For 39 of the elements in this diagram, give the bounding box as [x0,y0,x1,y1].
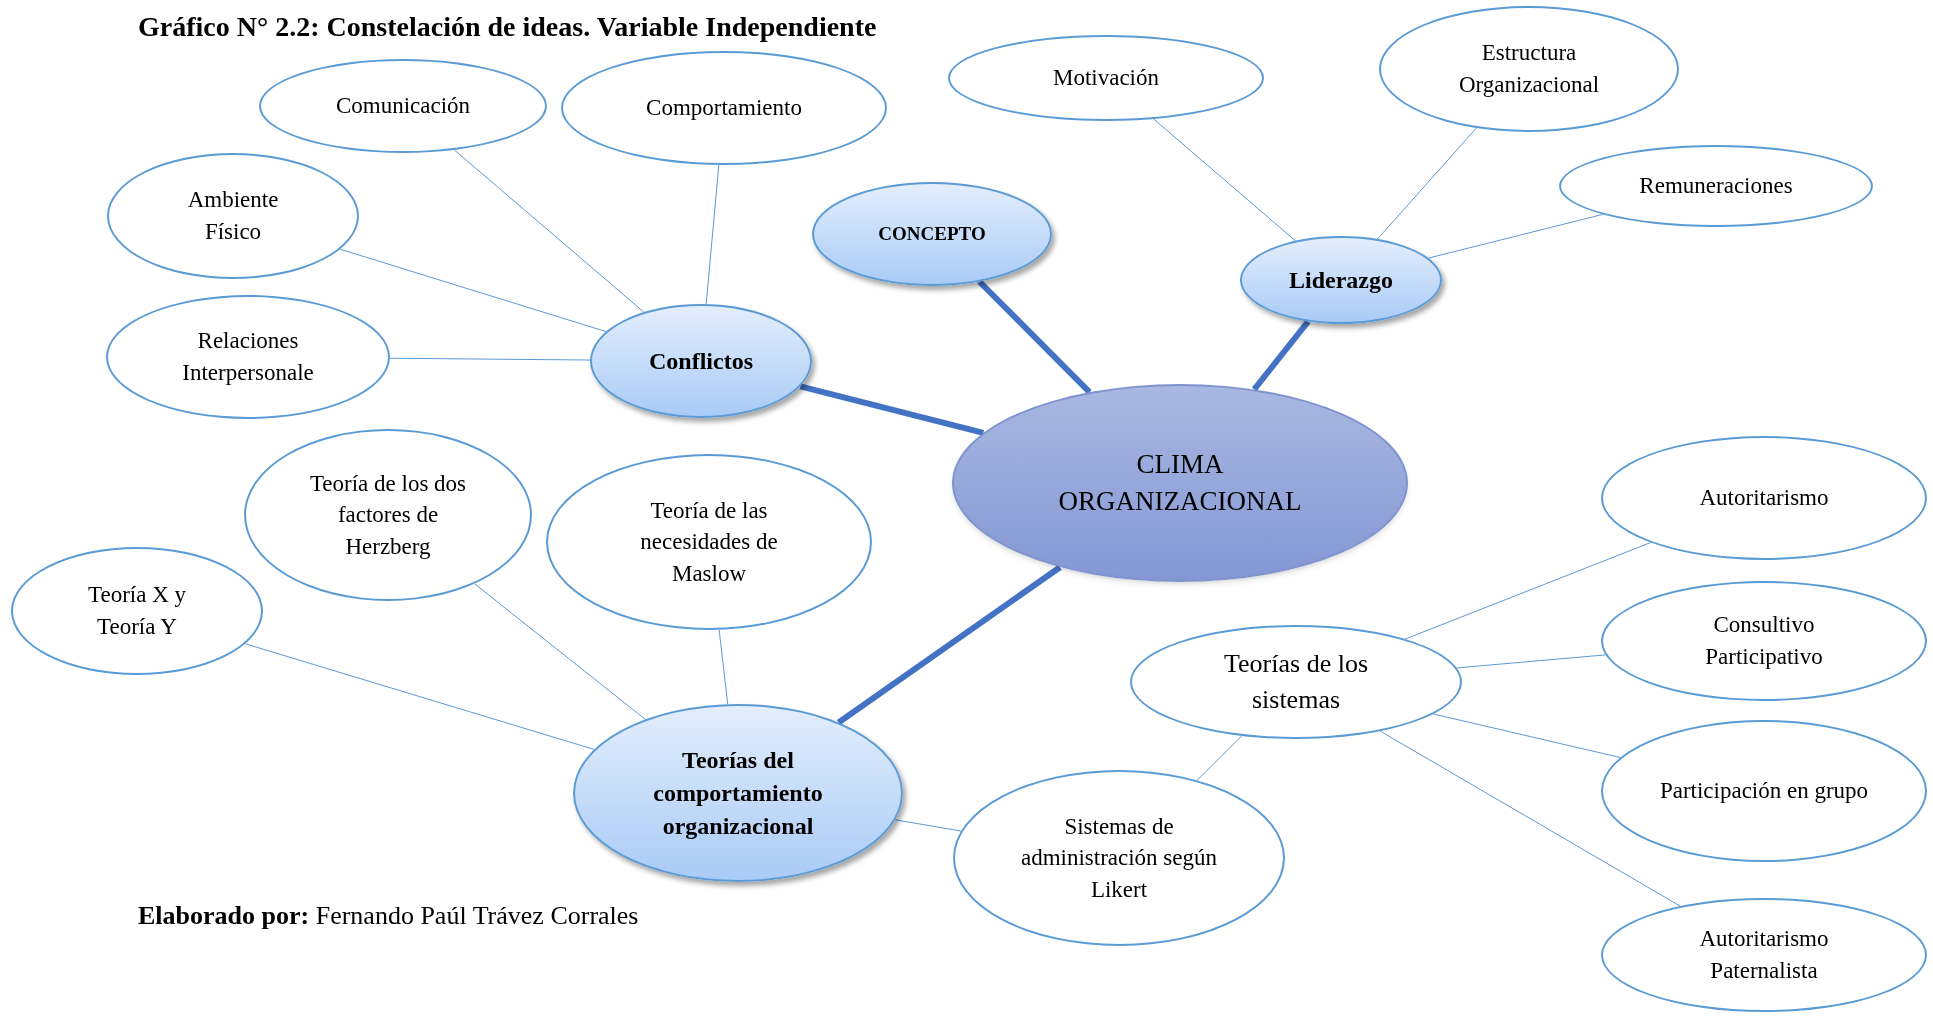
connector-line [1432,713,1621,758]
node-text: Sistemas de administración según Likert [1019,812,1219,904]
connector-line [1404,542,1652,640]
connector-line [1456,654,1606,669]
connector-line [1379,730,1681,907]
node-text: Remuneraciones [1639,172,1793,201]
diagram-title: Gráfico N° 2.2: Constelación de ideas. Variable Independiente [138,10,877,44]
node-text: CLIMA ORGANIZACIONAL [1057,447,1303,518]
node-text: Comunicación [335,92,471,121]
connector-line [474,583,646,720]
node-text: Conflictos [649,346,753,376]
connector-line [389,357,591,361]
node-text: Relaciones Interpersonale [181,327,315,387]
node-text: Comportamiento [646,94,802,123]
connector-line [799,383,985,436]
node-text: Teoría de los dos factores de Herzberg [308,469,468,561]
node-text: Autoritarismo [1699,484,1829,513]
node-text: Autoritarismo Paternalista [1698,925,1830,985]
node-text: Consultivo Participativo [1704,611,1824,671]
node-text: Teorías del comportamiento organizacional [652,745,824,841]
node-text: CONCEPTO [878,221,986,246]
connector-line [718,629,729,705]
author-note: Elaborado por: Fernando Paúl Trávez Corrales [138,900,639,932]
connector-line [1153,118,1296,242]
node-text: Liderazgo [1289,265,1393,295]
node-text: Teorías de los sistemas [1223,648,1369,716]
node-text: Ambiente Físico [186,186,280,246]
node-text: Motivación [1052,64,1159,93]
connector-line [339,248,607,333]
connector-line [977,279,1092,395]
connector-line [894,819,962,832]
connector-line [836,564,1062,725]
connector-line [1428,213,1604,259]
node-text: Estructura Organizacional [1457,39,1601,99]
node-text: Teoría de las necesidades de Maslow [639,496,779,588]
connector-line [244,643,595,750]
connector-line [705,164,720,305]
node-text: Participación en grupo [1659,777,1869,806]
node-text: Teoría X y Teoría Y [87,581,187,641]
